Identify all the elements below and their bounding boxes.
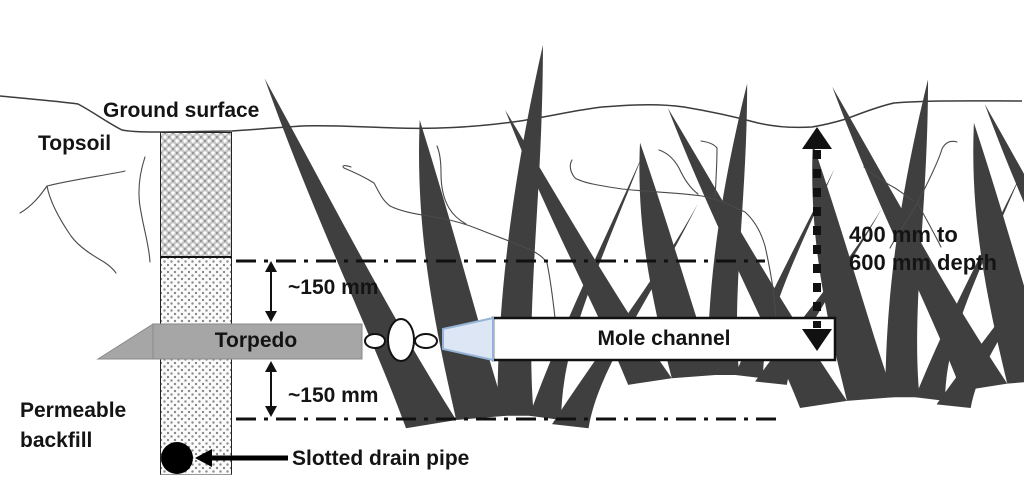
trench-topsoil-backfill (160, 132, 232, 258)
mole-channel-box (491, 316, 837, 362)
permeable-backfill-line1: Permeable (20, 399, 127, 422)
permeable-backfill-label: Permeable backfill (20, 396, 126, 456)
depth-label-line2: 600 mm depth (849, 250, 997, 275)
torpedo-label: Torpedo (214, 329, 298, 352)
arrowhead-up-icon (802, 127, 832, 149)
drain-pipe-arrow (195, 449, 288, 467)
soil-root-lines (19, 140, 958, 319)
arrowhead-left-icon (195, 449, 212, 467)
chain-link-icon (364, 333, 386, 349)
dim-arrow-lower (265, 361, 277, 417)
trench-permeable-backfill (160, 258, 232, 475)
ground-surface-label: Ground surface (103, 99, 260, 122)
torpedo-nose (96, 323, 154, 360)
depth-label: 400 mm to 600 mm depth (849, 221, 997, 277)
dim-label-lower: ~150 mm (288, 384, 379, 407)
expander-cone (442, 316, 494, 362)
torpedo-shape (96, 323, 363, 360)
arrowhead-down-icon (802, 329, 832, 351)
dim-arrow-upper (265, 261, 277, 322)
mole-channel-label: Mole channel (597, 327, 731, 350)
chain-link-icon (387, 318, 415, 362)
chain-links (364, 318, 438, 362)
chain-link-icon (414, 333, 438, 349)
depth-arrow (802, 127, 832, 351)
permeable-backfill-line2: backfill (20, 429, 93, 452)
slotted-drain-pipe-label: Slotted drain pipe (292, 447, 470, 470)
torpedo-body (152, 323, 363, 360)
dim-label-upper: ~150 mm (288, 276, 379, 299)
depth-label-line1: 400 mm to (849, 222, 958, 247)
drain-pipe-circle (161, 442, 193, 474)
topsoil-label: Topsoil (38, 132, 112, 155)
